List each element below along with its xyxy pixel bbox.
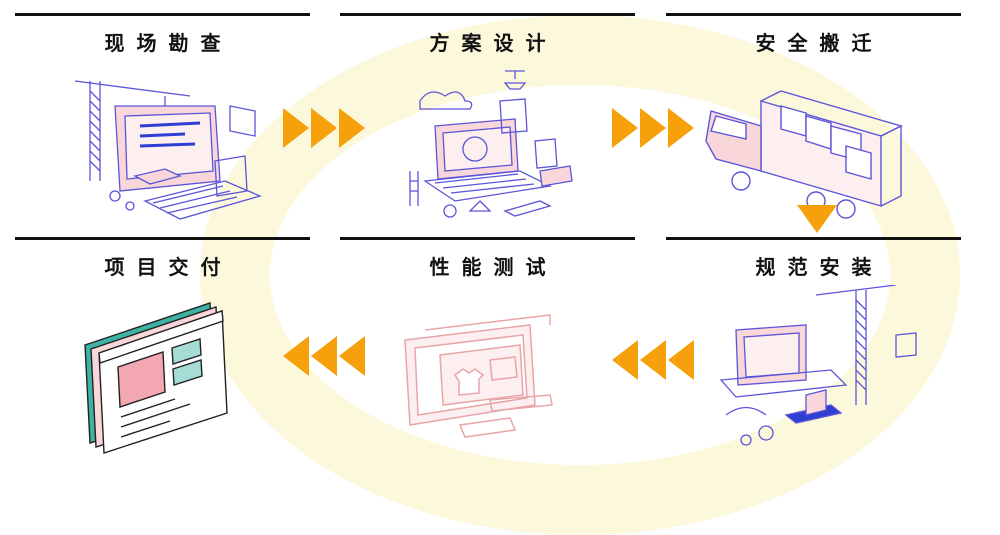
stage-standard-installation: 规范安装 [666,237,961,446]
stage-site-survey: 现场勘查 [15,13,310,220]
arrow-down [797,205,837,233]
stage-rule [340,237,635,240]
stage-performance-test: 性能测试 [340,237,635,438]
stage-rule [666,237,961,240]
stage-title: 规范安装 [755,255,884,279]
stage-title: 现场勘查 [104,31,233,55]
arrow-right-1 [283,108,369,148]
site-survey-illustration [74,80,262,220]
stage-rule [340,13,635,16]
stage-solution-design: 方案设计 [340,13,635,218]
stage-rule [15,13,310,16]
project-delivery-illustration [84,302,228,454]
stage-safe-relocation: 安全搬迁 [666,13,961,219]
stage-title: 安全搬迁 [755,31,884,55]
arrow-left-1 [612,340,698,380]
stage-rule [15,237,310,240]
stage-title: 方案设计 [429,31,558,55]
arrow-left-2 [283,336,369,376]
stage-title: 项目交付 [104,255,233,279]
arrow-right-2 [612,108,698,148]
solution-design-illustration [409,70,573,218]
performance-test-illustration [404,314,553,438]
standard-installation-illustration [719,285,917,446]
stage-project-delivery: 项目交付 [15,237,310,454]
stage-rule [666,13,961,16]
stage-title: 性能测试 [429,255,558,279]
